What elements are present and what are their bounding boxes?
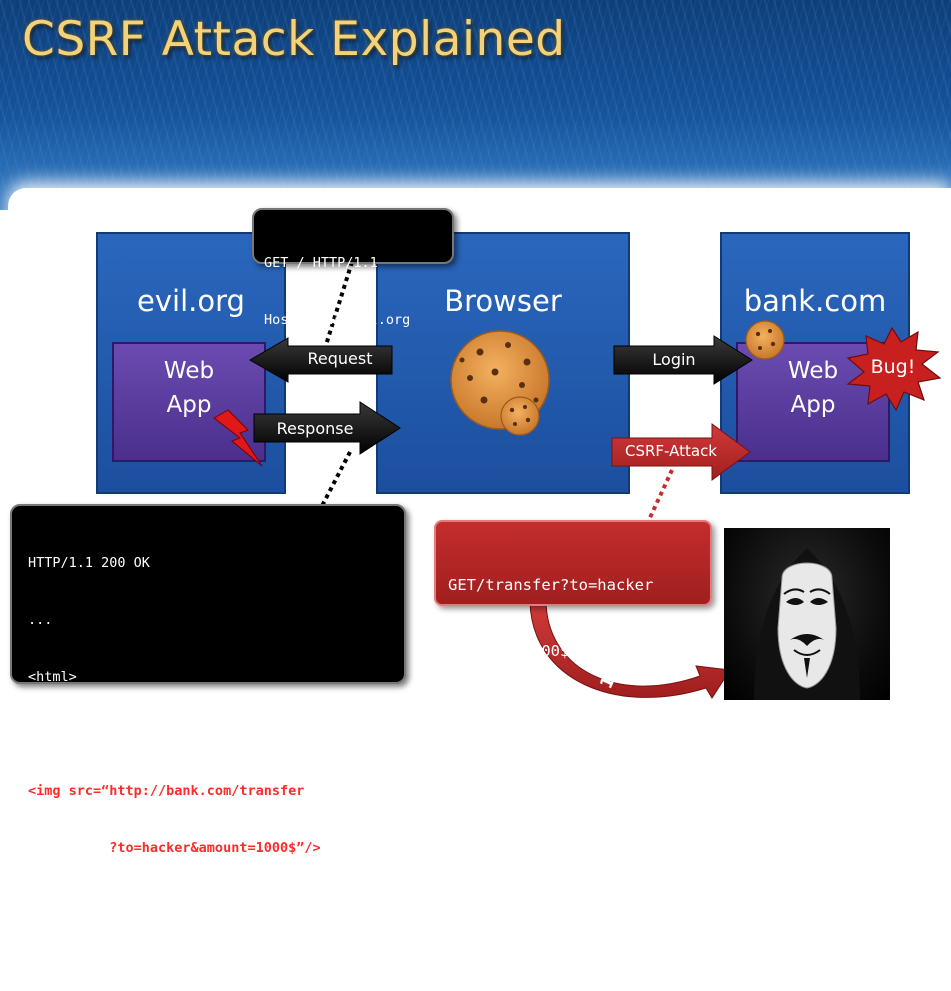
request-connector bbox=[324, 261, 354, 346]
login-label: Login bbox=[652, 350, 696, 369]
attack-request-box: GET/transfer?to=hacker &amount=1000$ HTT… bbox=[434, 520, 712, 726]
request-label: Request bbox=[307, 349, 373, 368]
bank-cookie-icon bbox=[745, 320, 785, 360]
login-arrow bbox=[613, 335, 753, 385]
response-label: Response bbox=[276, 419, 354, 438]
response-arrow bbox=[253, 401, 401, 455]
bug-badge-label: Bug! bbox=[871, 356, 916, 378]
response-line-6: </html> bbox=[28, 954, 85, 970]
evil-org-label: evil.org bbox=[137, 284, 245, 318]
page-title: CSRF Attack Explained bbox=[22, 12, 566, 67]
attack-line-2: &amount=1000$ HTTP/1.1 bbox=[448, 642, 654, 660]
small-cookie-icon bbox=[500, 396, 540, 436]
evil-webapp-line-2: App bbox=[166, 392, 212, 418]
request-line-1: GET / HTTP/1.1 bbox=[264, 255, 378, 271]
diagram-graphics: 1000$ Bug! bbox=[213, 261, 942, 699]
response-code-box: HTTP/1.1 200 OK ... <html> ... <img src=… bbox=[10, 504, 406, 970]
attack-connector bbox=[646, 469, 674, 523]
response-line-1: HTTP/1.1 200 OK bbox=[28, 555, 150, 571]
attack-line-1: GET/transfer?to=hacker bbox=[448, 576, 654, 594]
attack-line-3: Host: bank.com bbox=[448, 708, 579, 726]
header-banner: CSRF Attack Explained bbox=[0, 0, 951, 210]
response-line-3: <html> bbox=[28, 669, 77, 685]
mask-icon bbox=[754, 548, 860, 700]
request-line-2: Host: www.evil.org bbox=[264, 312, 411, 328]
response-line-2: ... bbox=[28, 612, 53, 628]
bug-starburst-icon bbox=[846, 326, 942, 412]
bank-webapp-line-1: Web bbox=[787, 358, 839, 384]
request-arrow bbox=[249, 337, 393, 383]
lightning-icon bbox=[213, 409, 263, 467]
evil-webapp-line-1: Web bbox=[163, 358, 215, 384]
browser-label: Browser bbox=[444, 284, 562, 318]
malicious-img-line-1: <img src=“http://bank.com/transfer bbox=[28, 783, 305, 799]
response-connector bbox=[320, 451, 352, 507]
request-code-box: GET / HTTP/1.1 Host: www.evil.org bbox=[252, 208, 454, 328]
bank-com-label: bank.com bbox=[743, 284, 887, 318]
csrf-attack-label: CSRF-Attack bbox=[624, 442, 717, 460]
money-curve-arrow bbox=[529, 601, 731, 699]
bank-webapp-line-2: App bbox=[790, 392, 836, 418]
hacker-image bbox=[724, 528, 890, 700]
malicious-img-line-2: ?to=hacker&amount=1000$”/> bbox=[28, 840, 321, 856]
browser-panel: Browser bbox=[376, 232, 630, 494]
csrf-arrow bbox=[611, 423, 751, 481]
response-line-4: ... bbox=[28, 726, 53, 742]
response-line-5: ... bbox=[28, 897, 53, 913]
